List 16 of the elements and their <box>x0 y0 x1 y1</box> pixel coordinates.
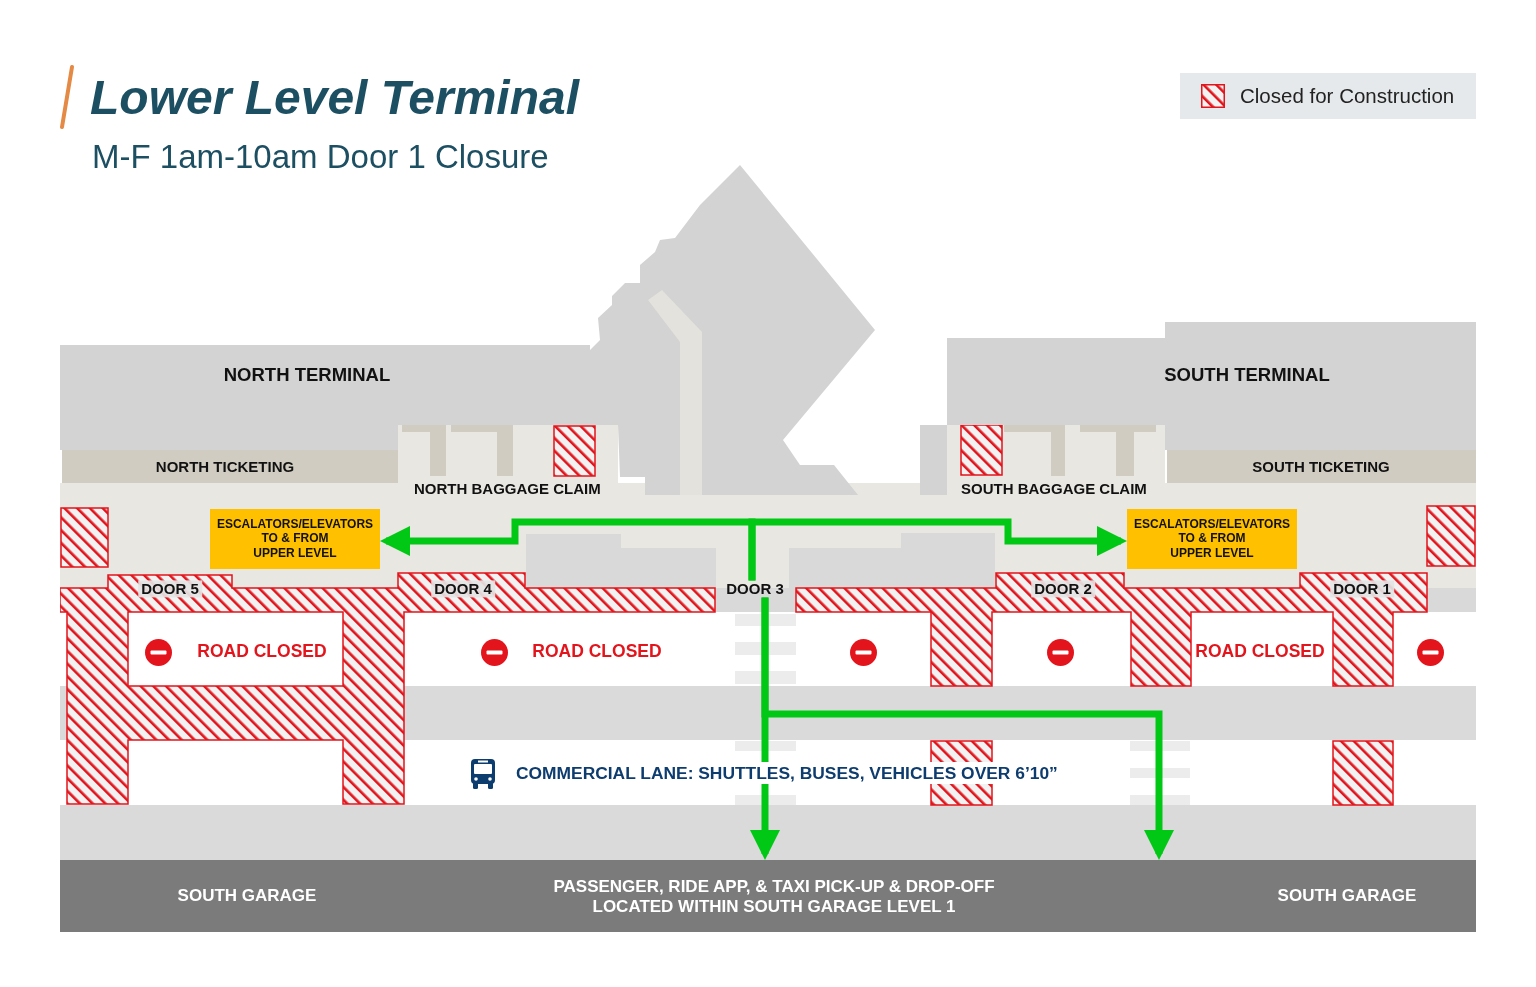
road-closed-label: ROAD CLOSED <box>197 640 327 662</box>
road-closed-label: ROAD CLOSED <box>532 640 662 662</box>
legend-label: Closed for Construction <box>1240 84 1455 108</box>
pickup-note: PASSENGER, RIDE APP, & TAXI PICK-UP & DROP-OFF LOCATED WITHIN SOUTH GARAGE LEVEL 1 <box>553 877 995 917</box>
area-label: NORTH TERMINAL <box>223 364 391 386</box>
escalator-label: ESCALATORS/ELEVATORS TO & FROM UPPER LEVEL <box>216 517 374 561</box>
area-label: SOUTH GARAGE <box>1277 886 1417 906</box>
door-label: DOOR 4 <box>431 580 495 598</box>
area-label: SOUTH GARAGE <box>177 886 317 906</box>
door-label: DOOR 5 <box>138 580 202 598</box>
page-title: Lower Level Terminal <box>90 70 580 126</box>
escalator-sign <box>210 509 380 569</box>
page-subtitle: M-F 1am-10am Door 1 Closure <box>92 138 549 176</box>
garage-band <box>60 860 1476 932</box>
area-label: NORTH TICKETING <box>155 458 295 476</box>
area-label: NORTH BAGGAGE CLAIM <box>414 480 601 498</box>
